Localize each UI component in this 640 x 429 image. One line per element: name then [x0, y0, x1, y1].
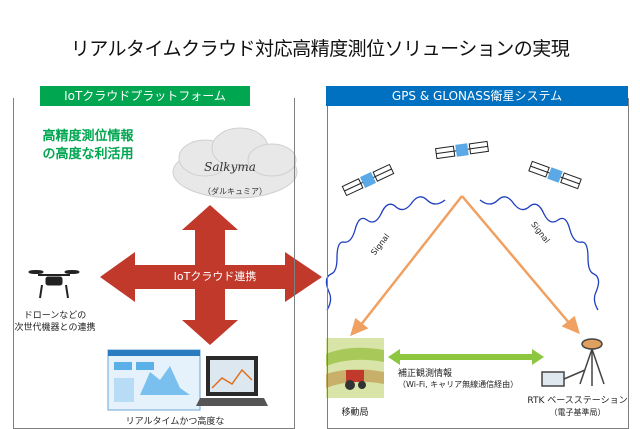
- satellite-icon-left: [341, 163, 395, 197]
- correction-data-label: 補正観測情報: [398, 369, 453, 379]
- cloud-caption: （ダルキュミア）: [203, 187, 267, 196]
- rtk-caption: RTK ベースステーション （電子基準局）: [520, 395, 635, 419]
- drone-caption: ドローンなどの 次世代機器との連携: [0, 310, 110, 334]
- highlight-line-2: の高度な利活用: [42, 147, 134, 162]
- mobile-station-image: [326, 338, 384, 398]
- cloud-logo: Salkyma: [204, 160, 256, 174]
- satellite-system-header: GPS & GLONASS衛星システム: [326, 86, 628, 106]
- rtk-sublabel: （電子基準局）: [549, 408, 606, 417]
- highlight-line-1: 高精度測位情報: [42, 129, 134, 144]
- iot-link-arrow: [100, 205, 322, 345]
- cloud-shape: [172, 127, 298, 199]
- drone-icon: [28, 270, 80, 299]
- rtk-label: RTK ベースステーション: [527, 396, 628, 406]
- signal-wave-left: [325, 196, 446, 311]
- correction-data-arrow: [388, 349, 544, 365]
- iot-link-label: IoTクラウド連携: [173, 270, 257, 283]
- signal-arrow-right: [461, 195, 580, 335]
- satellite-icon-center: [434, 140, 490, 160]
- signal-wave-right: [479, 196, 600, 311]
- laptop-icon: [196, 356, 268, 406]
- iot-platform-header: IoTクラウドプラットフォーム: [40, 86, 250, 106]
- rtk-base-station-icon: [541, 338, 605, 387]
- drone-caption-line-2: 次世代機器との連携: [14, 323, 96, 333]
- correction-data-sublabel: （Wi-Fi, キャリア無線通信経由）: [398, 380, 519, 389]
- dashboard-screenshot: [107, 349, 201, 411]
- signal-arrow-left: [350, 195, 463, 337]
- highlight-text: 高精度測位情報 の高度な利活用: [18, 128, 158, 164]
- mobile-station-label: 移動局: [341, 408, 369, 418]
- bottom-caption: リアルタイムかつ高度な: [125, 417, 225, 427]
- drone-caption-line-1: ドローンなどの: [23, 311, 87, 321]
- satellite-icon-right: [528, 160, 582, 190]
- page-title: リアルタイムクラウド対応高精度測位ソリューションの実現: [70, 38, 570, 60]
